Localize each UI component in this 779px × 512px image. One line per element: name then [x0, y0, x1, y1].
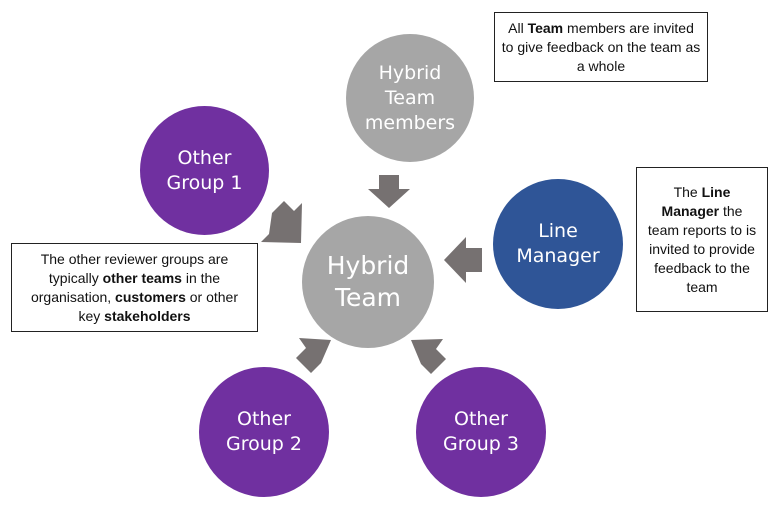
arrow-from-other-group-1 — [261, 201, 302, 243]
arrow-from-other-group-2 — [296, 338, 331, 373]
node-other-group-1: Other Group 1 — [140, 106, 269, 235]
note-text-bold: stakeholders — [104, 307, 191, 324]
node-other-group-3: Other Group 3 — [416, 367, 546, 497]
note-text: The Line Manager the team reports to is … — [645, 183, 759, 297]
note-text: The other reviewer groups are typically … — [22, 250, 247, 326]
note-text-part: The — [673, 183, 702, 200]
node-other-group-2: Other Group 2 — [199, 367, 329, 497]
node-label-line: Hybrid — [326, 251, 410, 280]
note-team-members: All Team members are invited to give fee… — [494, 12, 708, 82]
note-text-part: All — [508, 19, 528, 36]
node-label-line: members — [364, 111, 456, 134]
node-label-line: Other — [454, 408, 508, 430]
node-label-line: Other — [177, 146, 232, 169]
note-text: All Team members are invited to give fee… — [501, 19, 701, 76]
arrow-from-team-members — [368, 175, 410, 208]
note-text-part: the team reports to is invited to provid… — [647, 202, 757, 295]
note-other-groups: The other reviewer groups are typically … — [11, 243, 258, 332]
note-text-bold: customers — [115, 288, 186, 305]
node-label-line: Manager — [516, 245, 600, 267]
arrow-from-line-manager — [444, 237, 482, 283]
node-label-line: Other — [237, 408, 291, 430]
note-text-bold: Team — [527, 19, 564, 36]
note-text-bold: other teams — [102, 269, 182, 286]
note-text-part: or other key — [78, 288, 238, 324]
arrow-from-other-group-3 — [411, 339, 446, 374]
node-label-line: Team — [384, 86, 436, 109]
node-line-manager: Line Manager — [493, 179, 623, 309]
node-label-line: Line — [538, 220, 578, 242]
node-hybrid-team-center: Hybrid Team — [302, 216, 434, 348]
note-text-bold: Line Manager — [661, 183, 731, 219]
note-text-part: members are invited to give feedback on … — [501, 19, 701, 74]
note-text-part: in the organisation, — [30, 269, 221, 305]
node-hybrid-team-members: Hybrid Team members — [346, 34, 474, 162]
node-label-line: Group 2 — [226, 433, 302, 455]
note-line-manager: The Line Manager the team reports to is … — [636, 167, 768, 312]
note-text-part: The other reviewer groups are typically — [40, 250, 229, 286]
node-label-line: Team — [334, 283, 402, 312]
node-label-line: Hybrid — [378, 61, 442, 84]
node-label-line: Group 1 — [166, 171, 243, 194]
node-label-line: Group 3 — [443, 433, 519, 455]
